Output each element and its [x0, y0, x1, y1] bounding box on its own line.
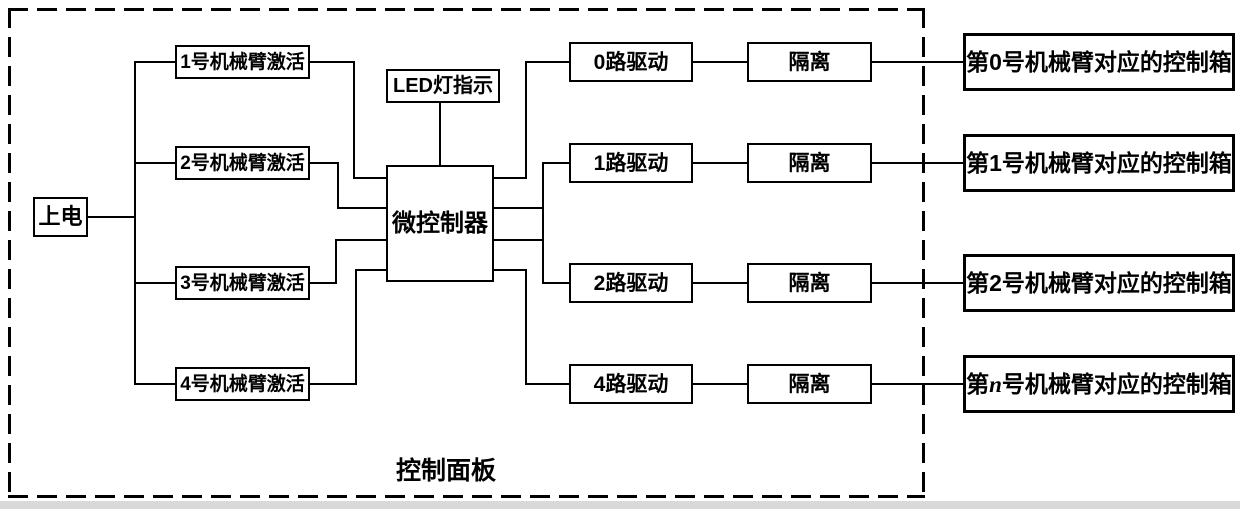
connector-arm1-in: [353, 177, 386, 179]
connector-mcu-row0-out: [494, 177, 527, 179]
connector-drv4-iso: [693, 383, 747, 385]
node-driver-4: 4路驱动: [569, 364, 693, 404]
panel-border-top: [8, 8, 925, 11]
connector-trunk-arm4: [134, 383, 175, 385]
control-box-2-num: 2: [989, 269, 1002, 296]
panel-border-bottom: [8, 495, 925, 498]
connector-iso4-box: [872, 383, 963, 385]
connector-trunk-vertical: [134, 61, 136, 385]
control-box-0-prefix: 第: [966, 48, 990, 75]
connector-row4-in: [525, 383, 569, 385]
connector-row4-v: [525, 269, 527, 385]
node-isolation-2: 隔离: [747, 263, 872, 303]
connector-arm4-v: [355, 269, 357, 385]
connector-arm4-h: [310, 383, 357, 385]
connector-arm2-h: [310, 162, 339, 164]
connector-trunk-arm2: [134, 162, 175, 164]
connector-row1-row2-v: [542, 162, 544, 284]
connector-arm1-v: [353, 61, 355, 179]
node-arm4-activate: 4号机械臂激活: [175, 367, 310, 401]
connector-row0-in: [525, 61, 569, 63]
node-driver-0: 0路驱动: [569, 42, 693, 82]
control-box-1-num: 1: [989, 149, 1002, 176]
connector-drv1-iso: [693, 162, 747, 164]
panel-caption: 控制面板: [396, 457, 497, 485]
connector-arm1-h: [310, 61, 355, 63]
node-isolation-1: 隔离: [747, 143, 872, 183]
connector-power-trunk: [88, 216, 136, 218]
node-power-on: 上电: [33, 197, 88, 237]
connector-arm3-in: [335, 239, 386, 241]
connector-arm3-v: [335, 239, 337, 284]
control-box-2-prefix: 第: [966, 269, 990, 296]
connector-arm4-in: [355, 269, 386, 271]
node-arm2-activate: 2号机械臂激活: [175, 146, 310, 180]
connector-mcu-row4-out: [494, 269, 527, 271]
node-driver-1: 1路驱动: [569, 143, 693, 183]
node-arm1-activate: 1号机械臂激活: [175, 45, 310, 79]
connector-row1-in: [542, 162, 569, 164]
panel-border-right: [922, 8, 925, 498]
control-box-1-suffix: 号机械臂对应的控制箱: [1001, 149, 1232, 176]
page-bottom-strip: [0, 501, 1240, 509]
connector-trunk-arm3: [134, 282, 175, 284]
connector-iso1-box: [872, 162, 963, 164]
connector-mcu-row1-out: [494, 207, 544, 209]
node-isolation-4: 隔离: [747, 364, 872, 404]
node-isolation-0: 隔离: [747, 42, 872, 82]
connector-trunk-arm1: [134, 61, 175, 63]
node-microcontroller: 微控制器: [386, 165, 494, 282]
connector-arm2-in: [337, 207, 386, 209]
connector-led-mcu: [439, 103, 441, 165]
connector-drv0-iso: [693, 61, 747, 63]
control-box-0-suffix: 号机械臂对应的控制箱: [1001, 48, 1232, 75]
connector-drv2-iso: [693, 282, 747, 284]
connector-arm3-h: [310, 282, 337, 284]
node-led-indicator: LED灯指示: [386, 69, 500, 103]
node-arm3-activate: 3号机械臂激活: [175, 266, 310, 300]
node-driver-2: 2路驱动: [569, 263, 693, 303]
control-box-n-prefix: 第: [966, 370, 990, 397]
connector-iso2-box: [872, 282, 963, 284]
control-box-n-num: n: [989, 371, 1002, 397]
control-box-1-prefix: 第: [966, 149, 990, 176]
connector-row0-v: [525, 61, 527, 179]
connector-mcu-row2-out: [494, 239, 544, 241]
panel-border-left: [8, 8, 11, 498]
connector-iso0-box: [872, 61, 963, 63]
control-box-n-suffix: 号机械臂对应的控制箱: [1001, 370, 1232, 397]
control-box-0-num: 0: [989, 48, 1002, 75]
control-box-2-suffix: 号机械臂对应的控制箱: [1001, 269, 1232, 296]
connector-arm2-v: [337, 162, 339, 209]
connector-row2-in: [542, 282, 569, 284]
